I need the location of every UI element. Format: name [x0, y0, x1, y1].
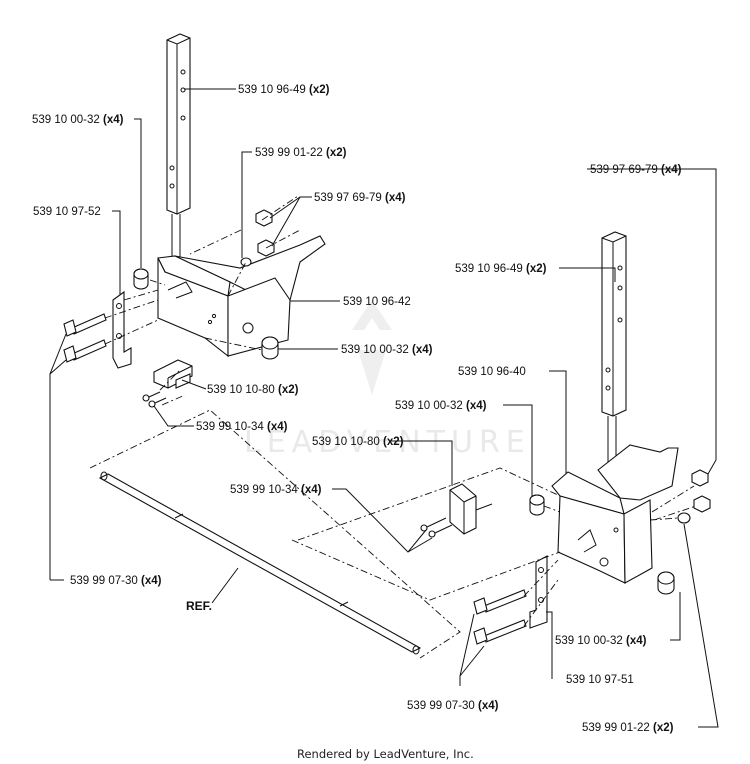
part-left-nuts [255, 209, 275, 257]
part-right-bracket [551, 444, 679, 584]
part-right-spacer-top [529, 494, 545, 516]
label-539-99-01-22-left: 539 99 01-22 (x2) [255, 147, 347, 159]
label-539-10-00-32-mid-right: 539 10 00-32 (x4) [395, 400, 487, 412]
part-left-spacer-top [133, 268, 149, 290]
part-left-bracket [157, 235, 326, 358]
part-right-nuts [691, 469, 711, 513]
part-left-bolts [63, 313, 107, 363]
label-539-97-69-79-right: 539 97 69-79 (x4) [590, 164, 682, 176]
label-539-10-97-51: 539 10 97-51 [566, 674, 634, 686]
label-539-10-00-32-top-left: 539 10 00-32 (x4) [32, 114, 124, 126]
part-left-plate [112, 290, 132, 369]
part-right-spacer-bottom [657, 571, 675, 595]
part-left-washer [240, 257, 252, 267]
footer-credit: Rendered by LeadVenture, Inc. [297, 747, 474, 761]
label-539-10-97-52: 539 10 97-52 [33, 206, 101, 218]
label-539-10-10-80-left: 539 10 10-80 (x2) [207, 384, 299, 396]
part-right-bar [601, 231, 627, 470]
label-539-99-07-30-right: 539 99 07-30 (x4) [407, 700, 499, 712]
left-assembly [63, 33, 326, 408]
label-539-99-10-34-right: 539 99 10-34 (x4) [230, 484, 322, 496]
label-ref: REF. [186, 599, 212, 613]
part-right-screws [420, 517, 453, 538]
part-left-screws [142, 391, 167, 408]
right-assembly [291, 231, 711, 645]
part-right-bolts [473, 589, 527, 645]
label-539-10-96-42: 539 10 96-42 [343, 296, 411, 308]
part-labels: 539 10 96-49 (x2) 539 10 00-32 (x4) 539 … [32, 84, 682, 734]
label-539-10-10-80-right: 539 10 10-80 (x2) [312, 436, 404, 448]
part-right-sensor [449, 483, 493, 535]
label-539-99-10-34-left: 539 99 10-34 (x4) [196, 421, 288, 433]
part-left-sensor [153, 359, 193, 389]
label-539-99-01-22-right: 539 99 01-22 (x2) [582, 722, 674, 734]
ref-shaft [89, 409, 461, 659]
label-539-10-96-49-right: 539 10 96-49 (x2) [455, 263, 547, 275]
part-left-bar [166, 33, 191, 260]
label-539-97-69-79-left: 539 97 69-79 (x4) [314, 192, 406, 204]
leader-lines [49, 88, 719, 728]
label-539-10-00-32-bottom-right: 539 10 00-32 (x4) [555, 635, 647, 647]
label-539-10-00-32-mid-left: 539 10 00-32 (x4) [341, 344, 433, 356]
watermark-text: LEADVENTURE [244, 425, 531, 460]
part-right-plate [529, 555, 548, 629]
label-539-99-07-30-left: 539 99 07-30 (x4) [70, 575, 162, 587]
watermark: LEADVENTURE [244, 300, 531, 460]
part-right-washer [677, 512, 691, 524]
label-539-10-96-40: 539 10 96-40 [458, 366, 526, 378]
label-539-10-96-49-left: 539 10 96-49 (x2) [238, 84, 330, 96]
part-left-spacer-bottom [261, 336, 279, 360]
watermark-logo-icon [352, 300, 392, 395]
